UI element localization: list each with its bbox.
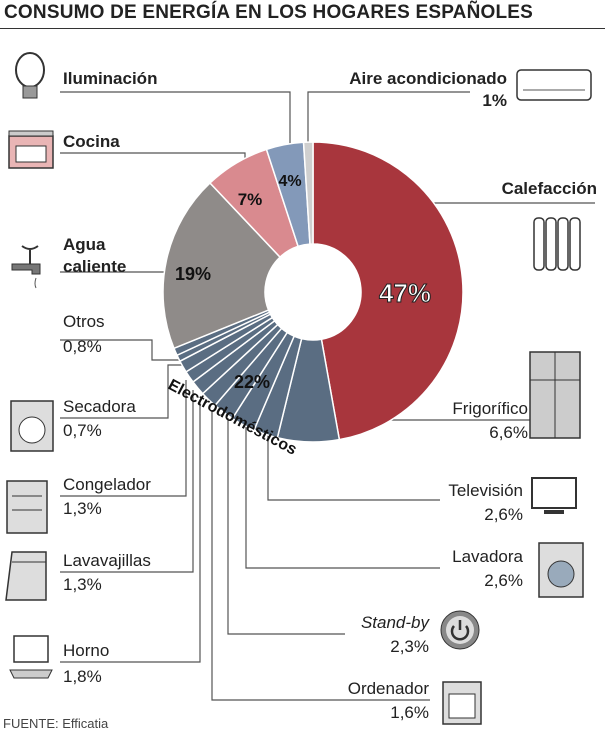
leader-line-aire (307, 91, 470, 160)
light-bulb-icon (15, 52, 45, 99)
oven-icon (442, 681, 482, 725)
fridge-icon (529, 351, 581, 439)
label-calefaccion: Calefacción (501, 179, 597, 198)
page-title: CONSUMO DE ENERGÍA EN LOS HOGARES ESPAÑO… (4, 2, 534, 23)
slice-aire-acondicionado (302, 141, 314, 245)
label-horno: Ordenador (347, 679, 429, 698)
value-standby: 2,3% (390, 637, 429, 656)
value-frigorifico: 6,6% (489, 423, 528, 442)
label-otros: Otros (63, 312, 105, 331)
leader-line-horno (211, 410, 430, 701)
leader-line-standby (227, 418, 345, 635)
label-secadora: Secadora (63, 397, 136, 416)
label-standby: Stand-by (360, 613, 429, 632)
computer-icon (9, 635, 53, 679)
label-lavavajillas: Lavavajillas (63, 551, 151, 570)
value-otros: 0,8% (63, 337, 102, 356)
value-lavadora: 2,6% (484, 571, 523, 590)
value-aire: 1% (482, 91, 507, 110)
television-icon (531, 477, 577, 514)
label-congelador: Congelador (63, 475, 151, 494)
label-iluminacion: Iluminación (63, 69, 158, 88)
title-divider (0, 28, 605, 29)
slice-label-calefaccion: 47% (379, 278, 431, 308)
standby-power-icon (440, 610, 480, 650)
stove-icon (8, 130, 54, 169)
freezer-icon (6, 480, 48, 534)
value-ordenador: 1,8% (63, 667, 102, 686)
value-horno: 1,6% (390, 703, 429, 722)
leader-line-congelador (60, 380, 187, 497)
label-lavadora: Lavadora (452, 547, 523, 566)
label-cocina: Cocina (63, 132, 120, 151)
value-congelador: 1,3% (63, 499, 102, 518)
value-lavavajillas: 1,3% (63, 575, 102, 594)
faucet-icon (11, 245, 41, 289)
source-note: FUENTE: Efficatia (3, 716, 109, 731)
dryer-icon (10, 400, 54, 452)
label-aire: Aire acondicionado (349, 69, 507, 88)
dishwasher-icon (5, 551, 47, 601)
leader-line-television (267, 430, 440, 501)
leader-line-iluminacion (60, 91, 291, 160)
leader-line-ordenador (60, 400, 201, 663)
label-agua: Agua caliente (63, 235, 127, 276)
slice-calefacci-n (312, 141, 464, 441)
leader-line-lavadora (245, 425, 440, 569)
leader-lines (60, 91, 595, 701)
label-television: Televisión (448, 481, 523, 500)
slice-label-cocina: 7% (238, 190, 263, 209)
label-ordenador: Horno (63, 641, 110, 660)
slice-agua-caliente (162, 181, 282, 350)
air-conditioner-icon (516, 69, 592, 101)
leader-line-lavavajillas (60, 390, 194, 573)
slice-label-electro: 22% (234, 372, 270, 392)
radiator-icon (533, 217, 581, 271)
washing-machine-icon (538, 542, 584, 598)
slice-label-agua: 19% (175, 264, 211, 284)
slice-label-iluminacion: 4% (278, 173, 301, 190)
value-television: 2,6% (484, 505, 523, 524)
leader-line-secadora (60, 364, 183, 419)
value-secadora: 0,7% (63, 421, 102, 440)
leader-line-otros (60, 339, 180, 361)
label-frigorifico: Frigorífico (452, 399, 528, 418)
